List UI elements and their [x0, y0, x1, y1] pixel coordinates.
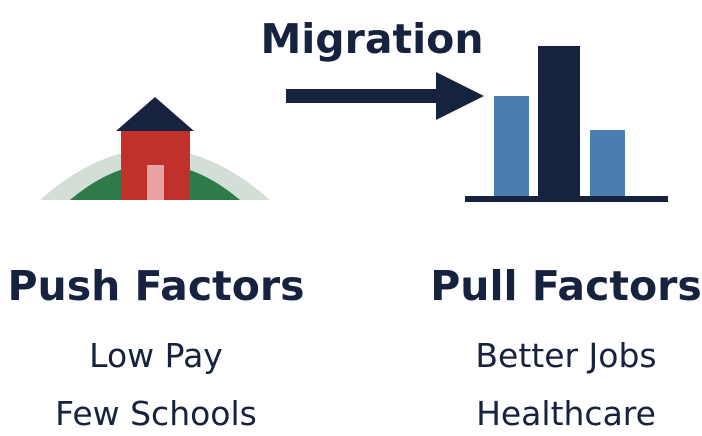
push-factors-heading: Push Factors [7, 262, 305, 310]
bar-left [494, 96, 529, 198]
house-door [147, 165, 164, 200]
arrow-shaft [286, 89, 444, 103]
diagram-title: Migration [260, 15, 484, 63]
house-roof [116, 97, 194, 131]
pull-factors-heading: Pull Factors [430, 262, 702, 310]
pull-factor-item: Healthcare [476, 394, 656, 433]
push-factor-item: Low Pay [89, 336, 223, 375]
house-on-hill-icon [40, 97, 270, 200]
right-arrow-icon [286, 72, 484, 120]
bar-right [590, 130, 625, 198]
arrow-head [436, 72, 484, 120]
chart-baseline [465, 196, 668, 202]
push-factor-item: Few Schools [55, 394, 257, 433]
bar-middle [538, 46, 580, 198]
pull-factor-item: Better Jobs [475, 336, 657, 375]
bar-chart-icon [465, 46, 668, 202]
